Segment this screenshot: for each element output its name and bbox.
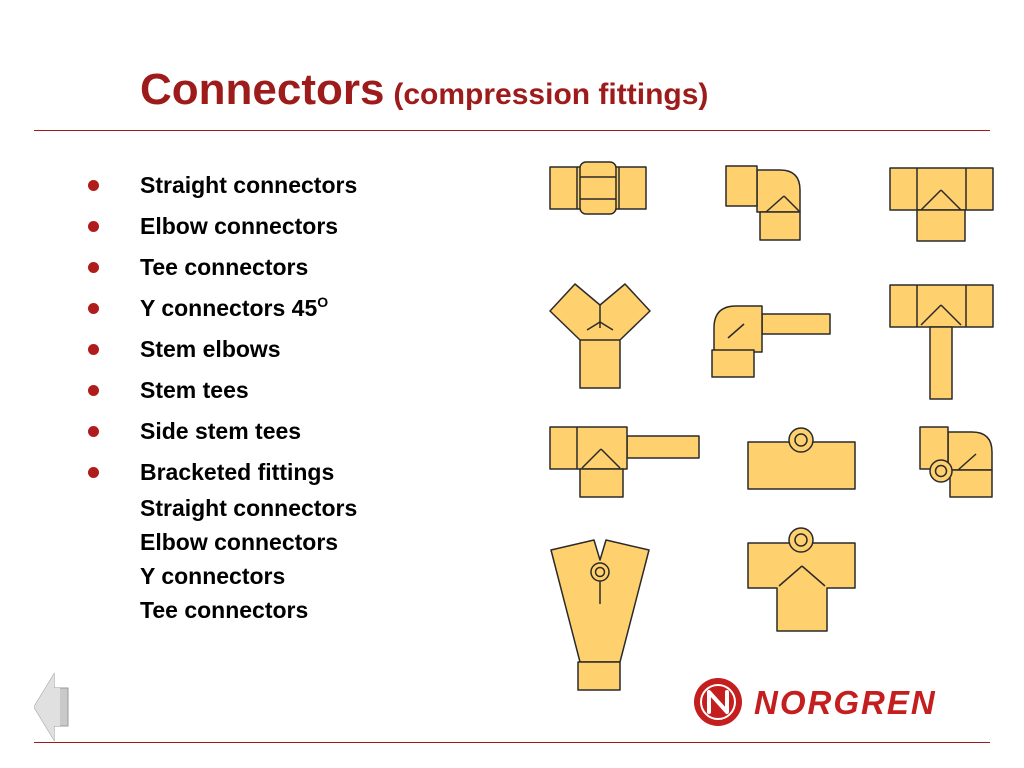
stem-tee-illustration — [889, 284, 994, 400]
bullet-text: Bracketed fittings — [140, 459, 335, 485]
y-connector-illustration — [549, 283, 651, 389]
bullet-dot-icon — [88, 385, 99, 396]
sublist-item: Straight connectors — [140, 495, 358, 521]
norgren-logo: NORGREN — [692, 676, 992, 728]
sublist-item: Elbow connectors — [140, 529, 339, 555]
norgren-emblem-icon — [694, 678, 742, 726]
bullet-text: Tee connectors — [140, 254, 309, 280]
back-arrow-icon — [33, 672, 69, 742]
bullet-text: Y connectors 45 — [140, 295, 318, 321]
sublist-item: Tee connectors — [140, 597, 309, 623]
sublist-item: Y connectors — [140, 563, 286, 589]
elbow-connector-illustration — [725, 165, 801, 241]
bullet-text: Side stem tees — [140, 418, 302, 444]
back-button[interactable] — [33, 672, 74, 742]
bracketed-fittings-sublist: Straight connectors Elbow connectors Y c… — [140, 491, 357, 627]
stem-elbow-illustration — [711, 305, 831, 378]
bracketed-straight-connector-illustration — [747, 427, 856, 490]
bullet-dot-icon — [88, 221, 99, 232]
tee-connector-illustration — [889, 167, 994, 242]
bullet-text: Stem elbows — [140, 336, 281, 362]
bullet-text: Elbow connectors — [140, 213, 339, 239]
bullet-dot-icon — [88, 303, 99, 314]
straight-connector-illustration — [549, 161, 647, 215]
bullet-text: Stem tees — [140, 377, 249, 403]
degree-superscript: O — [317, 294, 329, 310]
bullet-dot-icon — [88, 467, 99, 478]
title-subtitle: (compression fittings) — [393, 78, 709, 111]
bullet-dot-icon — [88, 180, 99, 191]
bracketed-tee-illustration — [747, 527, 856, 632]
bullet-text: Straight connectors — [140, 172, 358, 198]
norgren-wordmark: NORGREN — [754, 684, 937, 721]
bullet-text-y-connectors: Y connectors 45O — [140, 293, 328, 323]
slide-title: Connectors (compression fittings) — [140, 68, 708, 112]
bullet-dot-icon — [88, 262, 99, 273]
side-stem-tee-illustration — [549, 426, 700, 498]
bullet-dot-icon — [88, 344, 99, 355]
title-main: Connectors — [140, 65, 385, 114]
bracketed-y-connector-illustration — [550, 539, 650, 691]
bullet-dot-icon — [88, 426, 99, 437]
title-divider — [34, 130, 990, 131]
footer-divider — [34, 742, 990, 743]
bracketed-elbow-illustration — [919, 426, 993, 498]
